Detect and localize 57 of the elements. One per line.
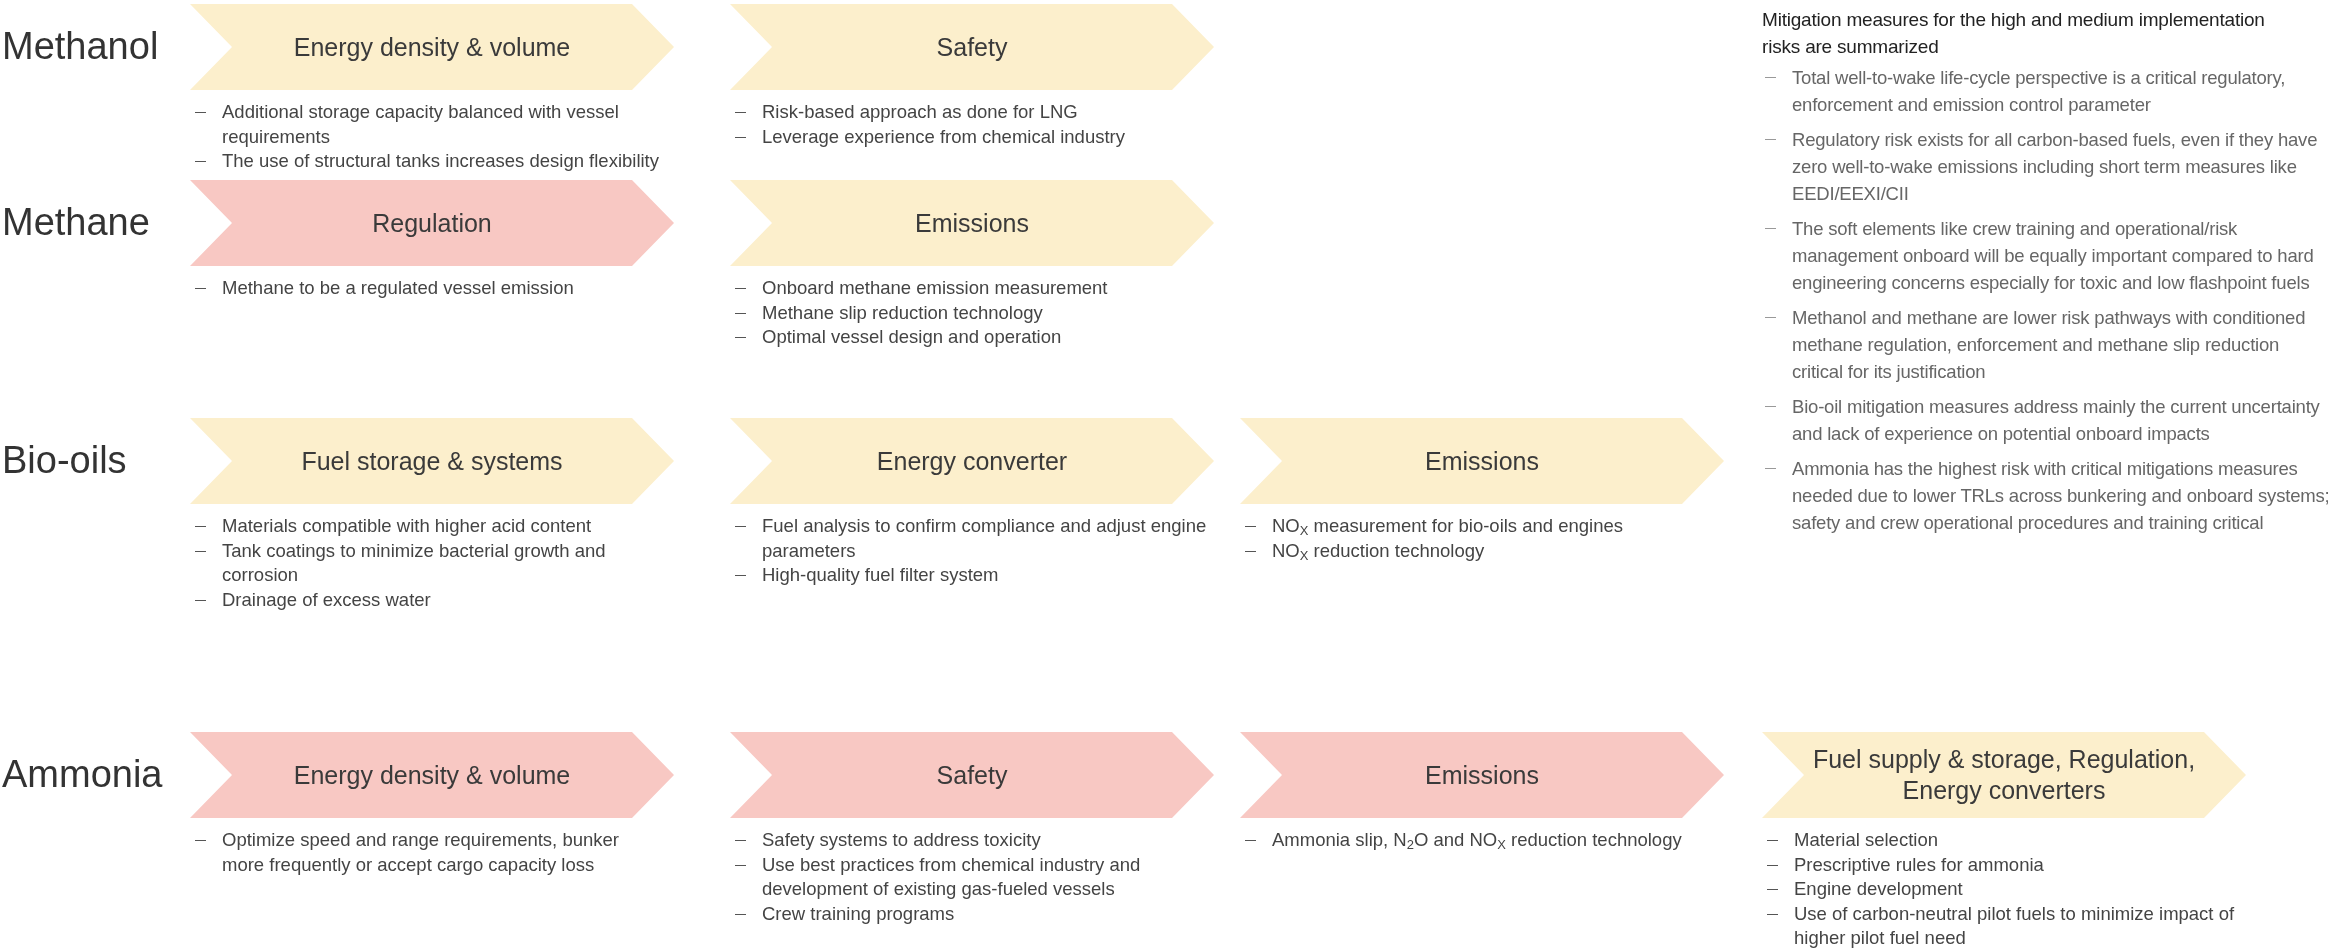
- bullet-item: Material selection: [1764, 828, 2244, 853]
- bullet-item: Ammonia slip, N$_{2}$O and NO$_{X}$ reduction technology: [1242, 828, 1762, 853]
- chevron-shape: [190, 180, 674, 266]
- bullet-item: Tank coatings to minimize bacterial growth and corrosion: [192, 538, 662, 588]
- bullet-item: Leverage experience from chemical industry: [732, 124, 1202, 149]
- bullet-item: Methane to be a regulated vessel emission: [192, 276, 662, 301]
- bullet-item: High-quality fuel filter system: [732, 563, 1212, 588]
- bullet-item: Drainage of excess water: [192, 587, 662, 612]
- bullet-item: Optimize speed and range requirements, bunker more frequently or accept cargo capacity loss: [192, 828, 662, 877]
- chevron-shape: [190, 732, 674, 818]
- bullet-item: NO$_{X}$ measurement for bio-oils and engines: [1242, 514, 1722, 539]
- summary-heading: Mitigation measures for the high and medium implementation risks are summarized: [1762, 8, 2266, 59]
- summary-bullet: Methanol and methane are lower risk pathways with conditioned methane regulation, enforcement and methane slip reduction critical for its justification: [1762, 304, 2334, 385]
- summary-bullet: Ammonia has the highest risk with critical mitigations measures needed due to lower TRLs across bunkering and onboard systems; safety and crew operational procedures and training critical: [1762, 455, 2334, 536]
- chevron-label: Safety: [936, 759, 1008, 791]
- chevron-label: Energy converter: [876, 445, 1068, 477]
- chevron-shape: [1240, 732, 1724, 818]
- chevron-label: Energy density & volume: [293, 31, 571, 63]
- summary-bullet: Regulatory risk exists for all carbon-based fuels, even if they have zero well-to-wake emissions including short term measures like EEDI/EEXI/CII: [1762, 126, 2334, 207]
- chevron-shape: [190, 418, 674, 504]
- bullet-item: Additional storage capacity balanced with vessel requirements: [192, 100, 662, 149]
- row-label: Methanol: [2, 25, 159, 68]
- bullet-item: Use best practices from chemical industry and development of existing gas-fueled vessels: [732, 852, 1212, 902]
- chevron-shape: [190, 4, 674, 90]
- bullet-item: Fuel analysis to confirm compliance and adjust engine parameters: [732, 514, 1212, 563]
- bullet-item: Crew training programs: [732, 901, 1212, 926]
- chevron-label: Fuel supply & storage, Regulation, Energy converters: [1812, 744, 2196, 806]
- summary-bullet: Total well-to-wake life-cycle perspective is a critical regulatory, enforcement and emission control parameter: [1762, 64, 2334, 118]
- chevron-shape: [730, 418, 1214, 504]
- chevron-label: Fuel storage & systems: [301, 445, 563, 477]
- summary-bullet: Bio-oil mitigation measures address mainly the current uncertainty and lack of experience on potential onboard impacts: [1762, 393, 2334, 447]
- row-label: Methane: [2, 201, 150, 244]
- chevron-label: Safety: [936, 31, 1008, 63]
- summary-bullet: The soft elements like crew training and operational/risk management onboard will be equally important compared to hard engineering concerns especially for toxic and low flashpoint fuels: [1762, 215, 2334, 296]
- bullet-item: Materials compatible with higher acid content: [192, 514, 662, 539]
- chevron-shape: [730, 180, 1214, 266]
- bullet-item: Safety systems to address toxicity: [732, 828, 1212, 853]
- chevron-label: Emissions: [915, 207, 1029, 239]
- bullet-item: Optimal vessel design and operation: [732, 325, 1202, 350]
- chevron-shape: [730, 732, 1214, 818]
- chevron-shape: [1240, 418, 1724, 504]
- bullet-item: Use of carbon-neutral pilot fuels to minimize impact of higher pilot fuel need: [1764, 901, 2244, 951]
- bullet-item: NO$_{X}$ reduction technology: [1242, 538, 1722, 563]
- chevron-shape: [730, 4, 1214, 90]
- bullet-item: Risk-based approach as done for LNG: [732, 100, 1202, 125]
- row-label: Ammonia: [2, 753, 163, 796]
- row-label: Bio-oils: [2, 439, 127, 482]
- bullet-item: Prescriptive rules for ammonia: [1764, 852, 2244, 877]
- chevron-label: Regulation: [372, 207, 492, 239]
- bullet-item: The use of structural tanks increases design flexibility: [192, 149, 662, 174]
- chevron-label: Emissions: [1425, 445, 1539, 477]
- chevron-label: Emissions: [1425, 759, 1539, 791]
- bullet-item: Methane slip reduction technology: [732, 300, 1202, 325]
- bullet-item: Onboard methane emission measurement: [732, 276, 1202, 301]
- chevron-label: Energy density & volume: [293, 759, 571, 791]
- bullet-item: Engine development: [1764, 877, 2244, 902]
- chevron-shape: [1762, 732, 2246, 818]
